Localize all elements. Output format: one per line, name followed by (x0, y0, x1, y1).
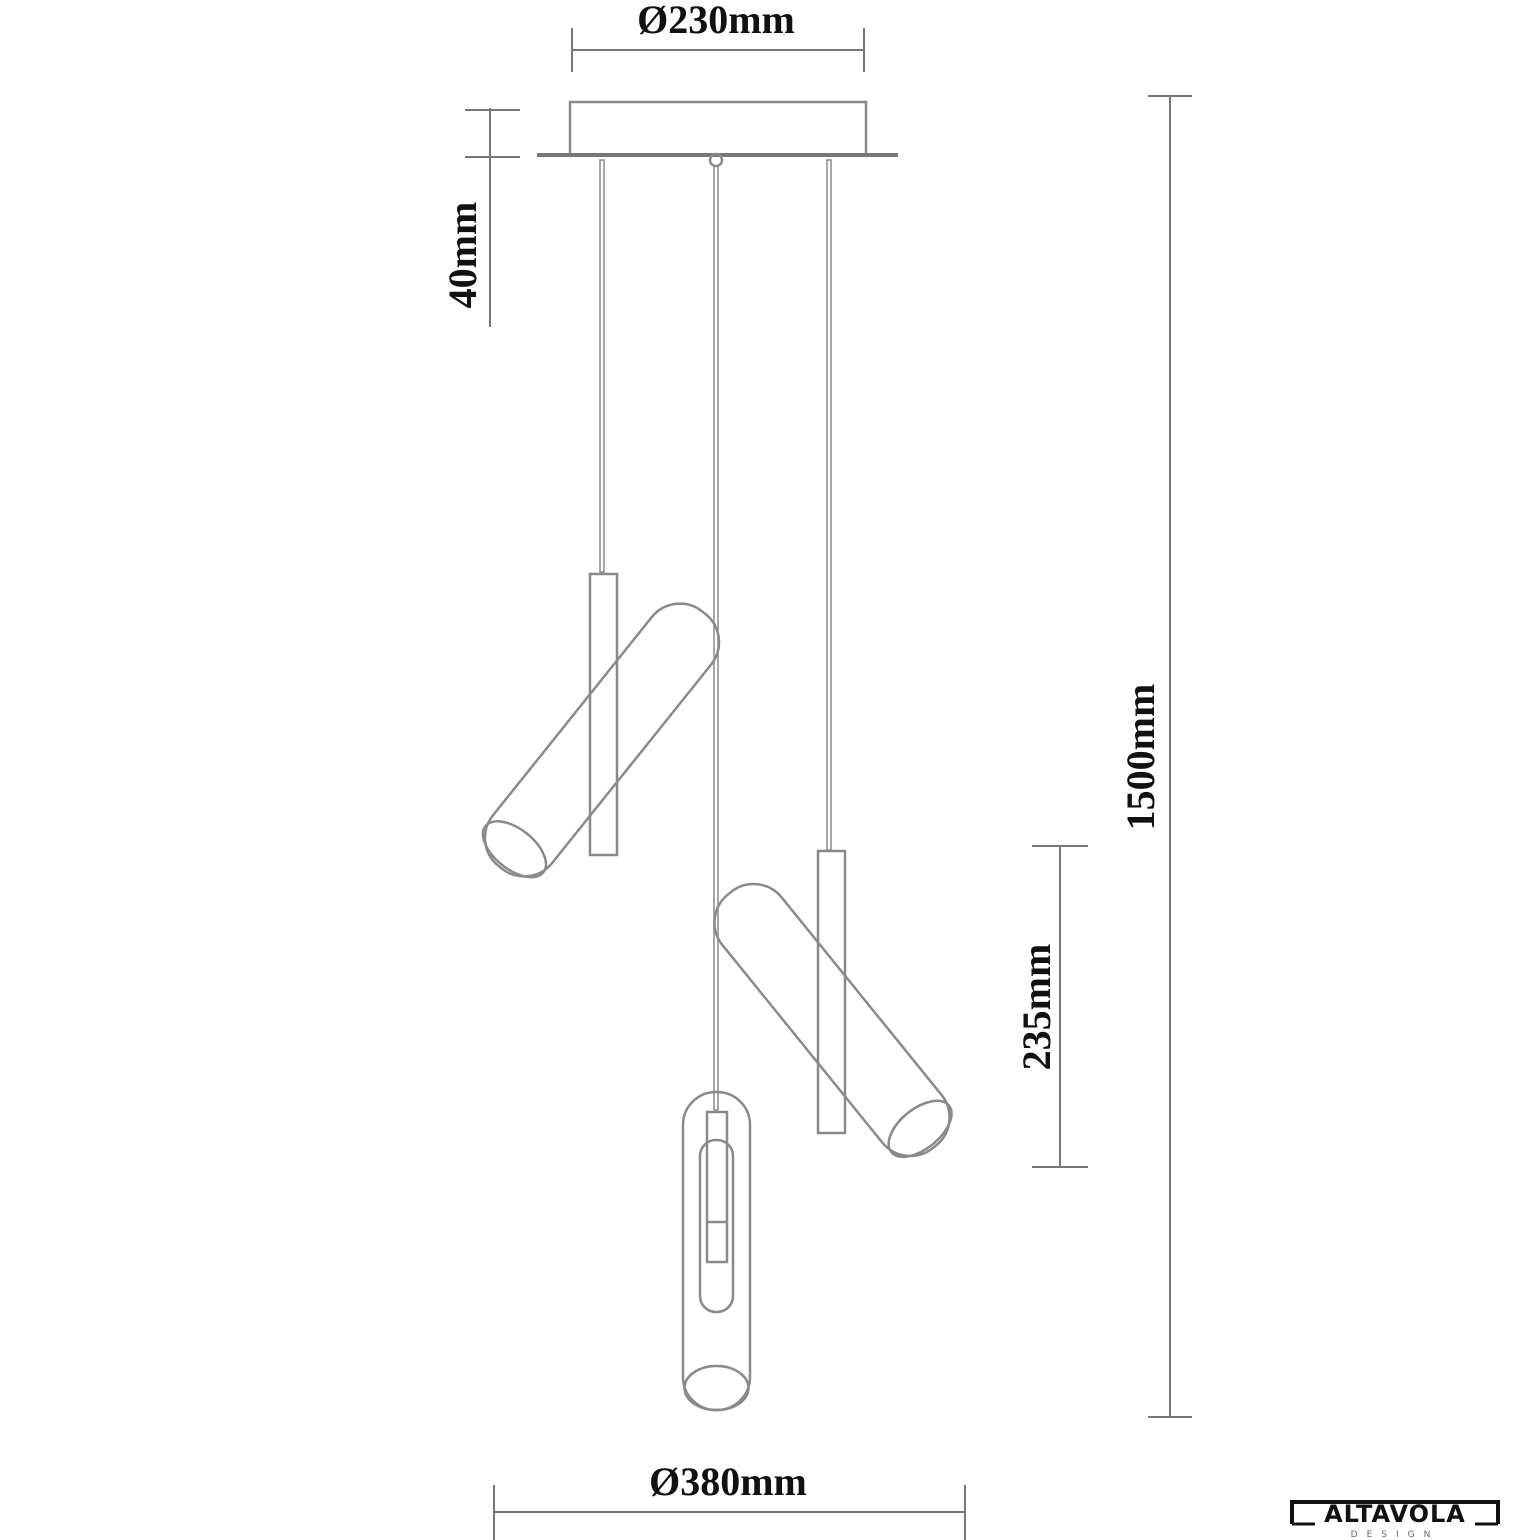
left-shade (481, 602, 721, 879)
dim-overall-diameter: Ø380mm (493, 1459, 966, 1540)
dim-canopy-diameter: Ø230mm (571, 0, 865, 72)
overall-diameter-label: Ø380mm (649, 1459, 807, 1504)
cables (599, 159, 832, 1111)
shade-length-label: 235mm (1014, 944, 1059, 1071)
total-height-label: 1500mm (1118, 684, 1163, 831)
left-holder (588, 572, 619, 857)
canopy-height-label: 40mm (440, 202, 485, 309)
altavola-logo: ALTAVOLA DESIGN (1290, 1500, 1500, 1540)
svg-text:ALTAVOLA: ALTAVOLA (1324, 1500, 1466, 1528)
center-shade (681, 1090, 752, 1412)
right-holder (816, 849, 847, 1135)
right-shade (713, 882, 953, 1159)
dim-total-height: 1500mm (1118, 95, 1192, 1418)
svg-text:DESIGN: DESIGN (1351, 1530, 1440, 1540)
canopy (537, 100, 898, 168)
canopy-diameter-label: Ø230mm (637, 0, 795, 42)
dim-canopy-height: 40mm (440, 108, 520, 327)
dim-shade-length: 235mm (1014, 845, 1088, 1168)
